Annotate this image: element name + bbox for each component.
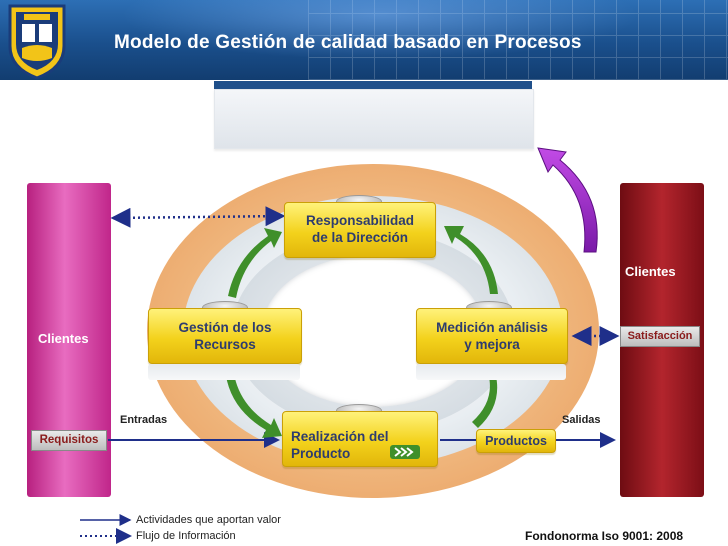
salidas-label: Salidas <box>562 414 601 426</box>
clientes-label-right: Clientes <box>625 264 676 279</box>
node-responsabilidad-line2: de la Dirección <box>311 230 409 245</box>
node-gestion-line2: Recursos <box>194 337 256 352</box>
page-title: Modelo de Gestión de calidad basado en P… <box>114 32 582 53</box>
info-flow-top <box>110 206 286 228</box>
clientes-label-left: Clientes <box>38 331 89 346</box>
legend-dotted-label: Flujo de Información <box>136 530 236 542</box>
standard-reference: Fondonorma Iso 9001: 2008 <box>525 529 684 543</box>
header-banner <box>0 0 728 80</box>
node-gestion-recursos: Gestión de los Recursos <box>148 308 302 364</box>
top-box-bar <box>214 81 532 89</box>
satisfaccion-tag: Satisfacción <box>620 326 700 347</box>
node-gestion-base <box>148 364 300 380</box>
cycle-arrow-right-top <box>444 226 498 294</box>
node-gestion-line1: Gestión de los <box>178 320 272 335</box>
node-responsabilidad: Responsabilidad de la Dirección <box>284 202 436 258</box>
node-realizacion-line2: Producto <box>291 446 351 461</box>
entradas-label: Entradas <box>120 414 168 426</box>
node-medicion-line2: y mejora <box>464 337 520 352</box>
node-medicion-line1: Medición análisis <box>436 320 548 335</box>
university-seal-icon <box>4 2 70 80</box>
node-medicion-base <box>416 364 566 380</box>
feedback-arrow <box>537 147 598 253</box>
requisitos-tag: Requisitos <box>31 430 107 451</box>
node-responsabilidad-line1: Responsabilidad <box>305 213 415 228</box>
node-medicion: Medición análisis y mejora <box>416 308 568 364</box>
header-grid-pattern <box>308 0 728 80</box>
legend-solid-label: Actividades que aportan valor <box>136 514 281 526</box>
productos-box: Productos <box>476 429 556 453</box>
cycle-arrow-top-left <box>228 228 282 298</box>
node-realizacion-line1: Realización del <box>291 429 389 444</box>
top-empty-box <box>214 89 534 149</box>
cycle-arrow-left-bottom <box>226 374 282 438</box>
chevrons-icon <box>390 445 420 459</box>
node-realizacion: Realización del Producto <box>282 411 438 467</box>
